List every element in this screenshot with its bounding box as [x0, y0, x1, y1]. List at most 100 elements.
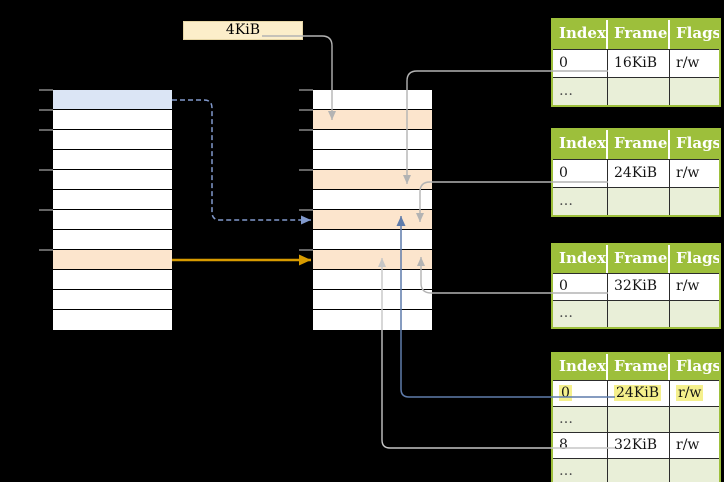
memory-row: [313, 130, 432, 150]
cell-text: 0: [559, 55, 568, 71]
page-table-cell: [608, 77, 670, 105]
page-table-row: 0 24KiB r/w: [553, 380, 719, 406]
page-table-row: …: [553, 187, 719, 215]
memory-row: [313, 90, 432, 110]
page-table-cell: …: [553, 458, 608, 482]
memory-row: [53, 310, 172, 330]
page-table-cell: r/w: [670, 49, 719, 77]
cell-text: r/w: [676, 278, 700, 294]
cell-text: r/w: [676, 165, 700, 181]
cell-text: …: [559, 305, 573, 321]
cell-text: 0: [559, 165, 568, 181]
memory-row: [313, 270, 432, 290]
page-table-cell: …: [553, 300, 608, 327]
column-header-flags: Flags: [670, 20, 719, 49]
memory-row: [53, 110, 172, 130]
highlighted-cell-text: r/w: [676, 385, 704, 401]
cell-text: 32KiB: [614, 278, 658, 294]
memory-row: [313, 310, 432, 330]
page-table-row: 8 32KiB r/w: [553, 432, 719, 458]
memory-row: [313, 250, 432, 270]
page-table-cell: [608, 187, 670, 215]
page-size-label: 4KiB: [183, 21, 303, 40]
page-table-row: …: [553, 77, 719, 105]
page-table-cell: r/w: [670, 432, 719, 458]
memory-row: [313, 230, 432, 250]
page-table-row: …: [553, 406, 719, 432]
page-table-cell: [608, 406, 670, 432]
memory-row: [313, 210, 432, 230]
page-table-cell: 24KiB: [608, 159, 670, 187]
cell-text: r/w: [676, 55, 700, 71]
page-table-cell: 0: [553, 49, 608, 77]
page-table-cell: 32KiB: [608, 273, 670, 300]
memory-row: [53, 230, 172, 250]
column-header-flags: Flags: [670, 245, 719, 273]
page-table-cell: r/w: [670, 159, 719, 187]
cell-text: 24KiB: [614, 165, 658, 181]
page-table-row: …: [553, 300, 719, 327]
page-table-cell: 0: [553, 273, 608, 300]
cell-text: r/w: [676, 437, 700, 453]
memory-row: [53, 290, 172, 310]
memory-row: [53, 90, 172, 110]
memory-row: [53, 270, 172, 290]
memory-row: [313, 190, 432, 210]
page-table-cell: r/w: [670, 380, 719, 406]
memory-row: [53, 130, 172, 150]
page-table-cell: …: [553, 77, 608, 105]
memory-row: [313, 290, 432, 310]
column-header-frame: Frame: [608, 245, 670, 273]
memory-row: [53, 210, 172, 230]
page-table-cell: …: [553, 406, 608, 432]
page-table-cell: 0: [553, 380, 608, 406]
page-table-cell: [670, 406, 719, 432]
column-header-flags: Flags: [670, 130, 719, 159]
page-table-cell: 8: [553, 432, 608, 458]
page-table-row: 0 24KiB r/w: [553, 159, 719, 187]
cell-text: 16KiB: [614, 55, 658, 71]
column-header-frame: Frame: [608, 130, 670, 159]
memory-row: [313, 150, 432, 170]
page-table-cell: [670, 187, 719, 215]
column-header-frame: Frame: [608, 20, 670, 49]
page-size-label-text: 4KiB: [225, 22, 261, 38]
page-table-cell: [670, 77, 719, 105]
memory-row: [313, 110, 432, 130]
connector-virtual-page-to-physical-dashed-arrow: [172, 99, 311, 225]
page-table-row: …: [553, 458, 719, 482]
page-table-cell: 16KiB: [608, 49, 670, 77]
column-header-index: Index: [553, 354, 608, 380]
memory-row: [53, 150, 172, 170]
memory-row: [53, 250, 172, 270]
column-header-flags: Flags: [670, 354, 719, 380]
cell-text: …: [559, 83, 573, 99]
cell-text: 8: [559, 437, 568, 453]
cell-text: 0: [559, 278, 568, 294]
page-table-row: 0 16KiB r/w: [553, 49, 719, 77]
virtual-memory-column: [53, 90, 172, 330]
cell-text: …: [559, 463, 573, 479]
page-table-cell: [670, 458, 719, 482]
cell-text: …: [559, 411, 573, 427]
memory-row: [313, 170, 432, 190]
memory-row: [53, 170, 172, 190]
column-header-index: Index: [553, 20, 608, 49]
memory-row: [53, 190, 172, 210]
page-table-cell: [608, 300, 670, 327]
column-header-index: Index: [553, 130, 608, 159]
column-header-index: Index: [553, 245, 608, 273]
page-table-cell: 24KiB: [608, 380, 670, 406]
cell-text: …: [559, 193, 573, 209]
highlighted-cell-text: 24KiB: [614, 385, 662, 401]
page-table-cell: 32KiB: [608, 432, 670, 458]
